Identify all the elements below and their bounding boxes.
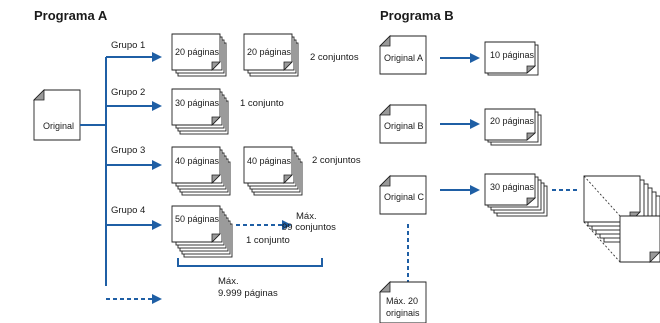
group-2-doc-label: 30 páginas — [175, 98, 220, 108]
group-1-stack-2: 20 páginas — [243, 33, 299, 77]
group-2-sets: 1 conjunto — [240, 98, 284, 109]
combined-output-stack — [583, 175, 660, 263]
result-c-stack: 30 páginas — [484, 173, 548, 217]
group-3-doc-1-label: 40 páginas — [175, 156, 220, 166]
max-pages-bracket — [177, 258, 323, 267]
max-pages-line-2: 9.999 páginas — [218, 288, 278, 299]
program-b-title: Programa B — [380, 8, 454, 23]
original-a-label: Original A — [384, 53, 423, 63]
original-a-document: Original A — [379, 35, 427, 75]
original-document: Original — [33, 89, 81, 141]
group-4-max-sets-line-1: Máx. — [296, 211, 317, 222]
group-1-stack-1: 20 páginas — [171, 33, 227, 77]
group-3-label: Grupo 3 — [111, 145, 145, 156]
result-c-label: 30 páginas — [490, 182, 535, 192]
group-4-max-sets-line-2: 99 conjuntos — [282, 222, 336, 233]
max-originals-document: Máx. 20 originais — [379, 281, 427, 323]
group-1-label: Grupo 1 — [111, 40, 145, 51]
original-label: Original — [43, 121, 74, 131]
program-a-title: Programa A — [34, 8, 108, 23]
original-b-document: Original B — [379, 104, 427, 144]
program-a-connectors — [80, 52, 162, 304]
max-pages-line-1: Máx. — [218, 276, 239, 287]
original-c-document: Original C — [379, 175, 427, 215]
group-3-sets: 2 conjuntos — [312, 155, 361, 166]
result-a-stack: 10 páginas — [484, 41, 539, 76]
max-originals-line-2: originais — [386, 308, 420, 318]
group-4-label: Grupo 4 — [111, 205, 145, 216]
original-b-label: Original B — [384, 121, 424, 131]
result-a-label: 10 páginas — [490, 50, 535, 60]
group-1-doc-1-label: 20 páginas — [175, 47, 220, 57]
max-originals-line-1: Máx. 20 — [386, 296, 418, 306]
group-1-doc-2-label: 20 páginas — [247, 47, 292, 57]
original-c-label: Original C — [384, 192, 425, 202]
group-4-max-sets: Máx. 99 conjuntos — [282, 211, 336, 233]
group-3-stack-2: 40 páginas — [243, 146, 303, 196]
group-4-doc-label: 50 páginas — [175, 214, 220, 224]
group-3-stack-1: 40 páginas — [171, 146, 231, 196]
group-4-sets: 1 conjunto — [246, 235, 290, 246]
group-3-doc-2-label: 40 páginas — [247, 156, 292, 166]
group-1-sets: 2 conjuntos — [310, 52, 359, 63]
group-2-stack: 30 páginas — [171, 88, 229, 135]
group-4-stack: 50 páginas — [171, 205, 233, 258]
result-b-stack: 20 páginas — [484, 108, 542, 146]
max-originals-text: Máx. 20 originais — [386, 296, 421, 318]
max-pages-text: Máx. 9.999 páginas — [218, 276, 278, 299]
result-b-label: 20 páginas — [490, 116, 535, 126]
group-2-label: Grupo 2 — [111, 87, 145, 98]
